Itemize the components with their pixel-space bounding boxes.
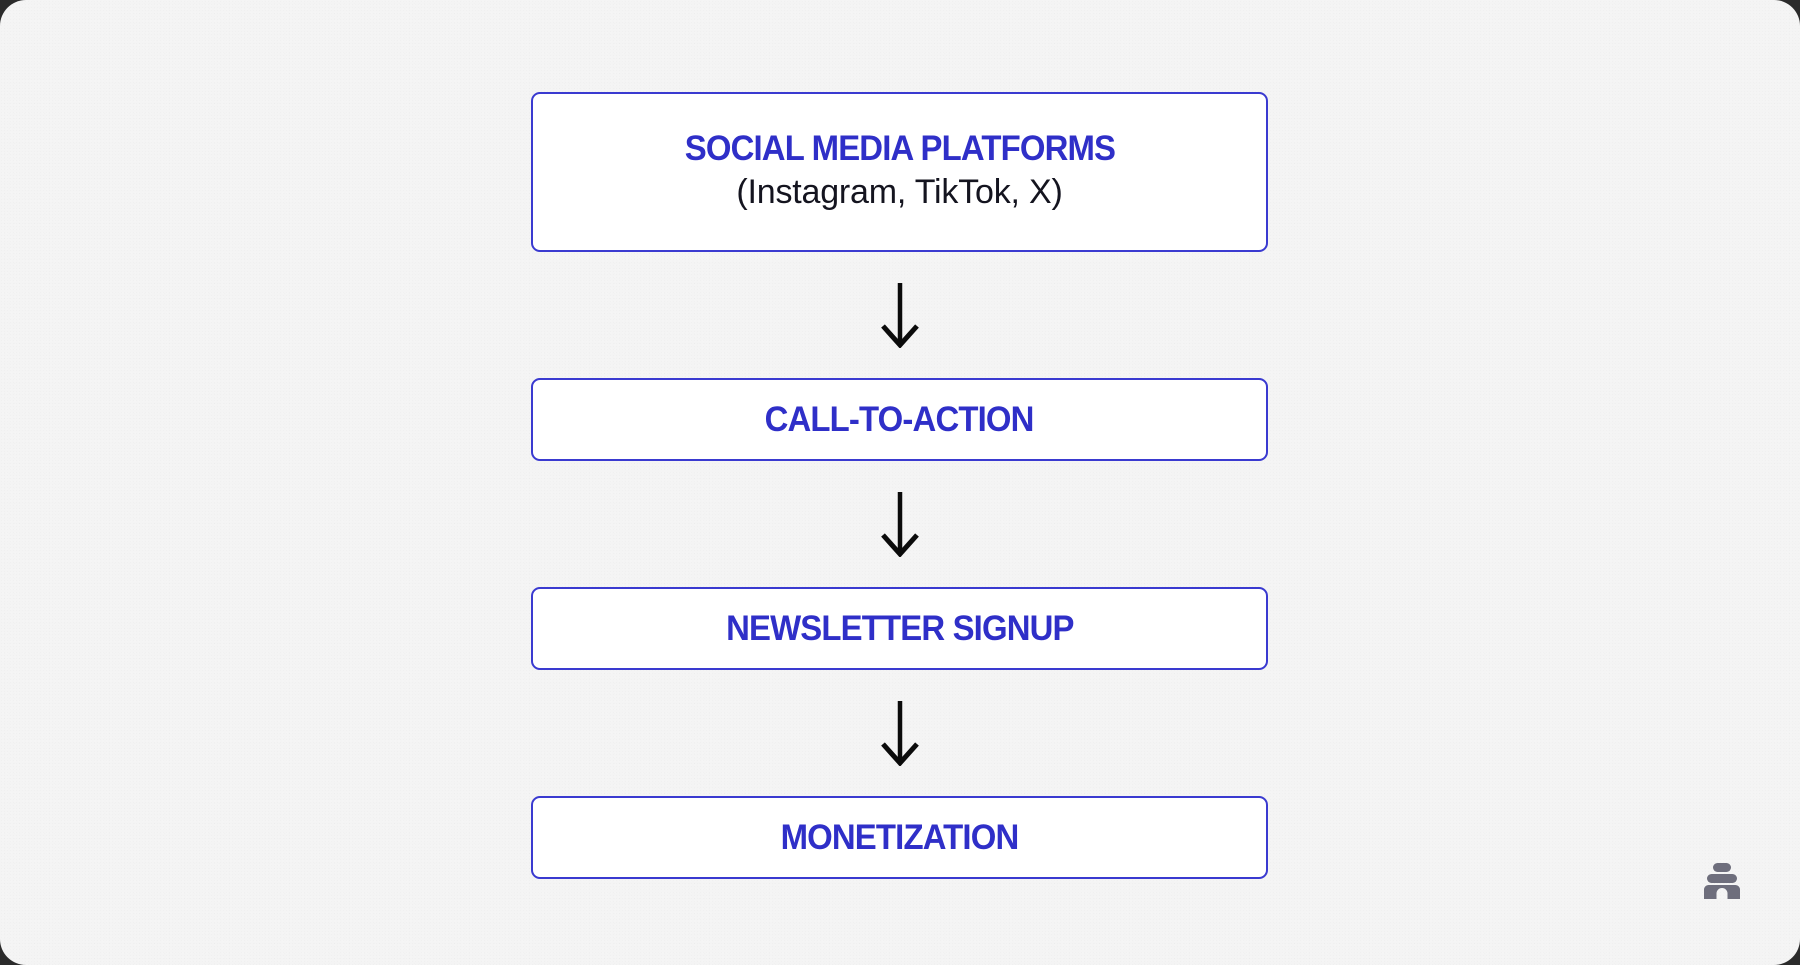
arrow-down-icon: [879, 700, 921, 766]
flow-node-social-media-platforms[interactable]: SOCIAL MEDIA PLATFORMS (Instagram, TikTo…: [531, 92, 1268, 252]
flow-node-title: CALL-TO-ACTION: [765, 399, 1035, 439]
flow-node-call-to-action[interactable]: CALL-TO-ACTION: [531, 378, 1268, 461]
beehive-logo-icon: [1700, 861, 1744, 901]
flow-node-title: MONETIZATION: [780, 817, 1020, 857]
flow-connector: [531, 461, 1268, 587]
flow-node-subtitle: (Instagram, TikTok, X): [736, 173, 1063, 212]
flow-connector: [531, 252, 1268, 378]
flow-node-title: SOCIAL MEDIA PLATFORMS: [684, 129, 1115, 169]
flow-node-newsletter-signup[interactable]: NEWSLETTER SIGNUP: [531, 587, 1268, 670]
flow-connector: [531, 670, 1268, 796]
arrow-down-icon: [879, 282, 921, 348]
arrow-down-icon: [879, 491, 921, 557]
flow-node-title: NEWSLETTER SIGNUP: [725, 608, 1074, 648]
flowchart: SOCIAL MEDIA PLATFORMS (Instagram, TikTo…: [531, 92, 1268, 879]
flow-node-monetization[interactable]: MONETIZATION: [531, 796, 1268, 879]
